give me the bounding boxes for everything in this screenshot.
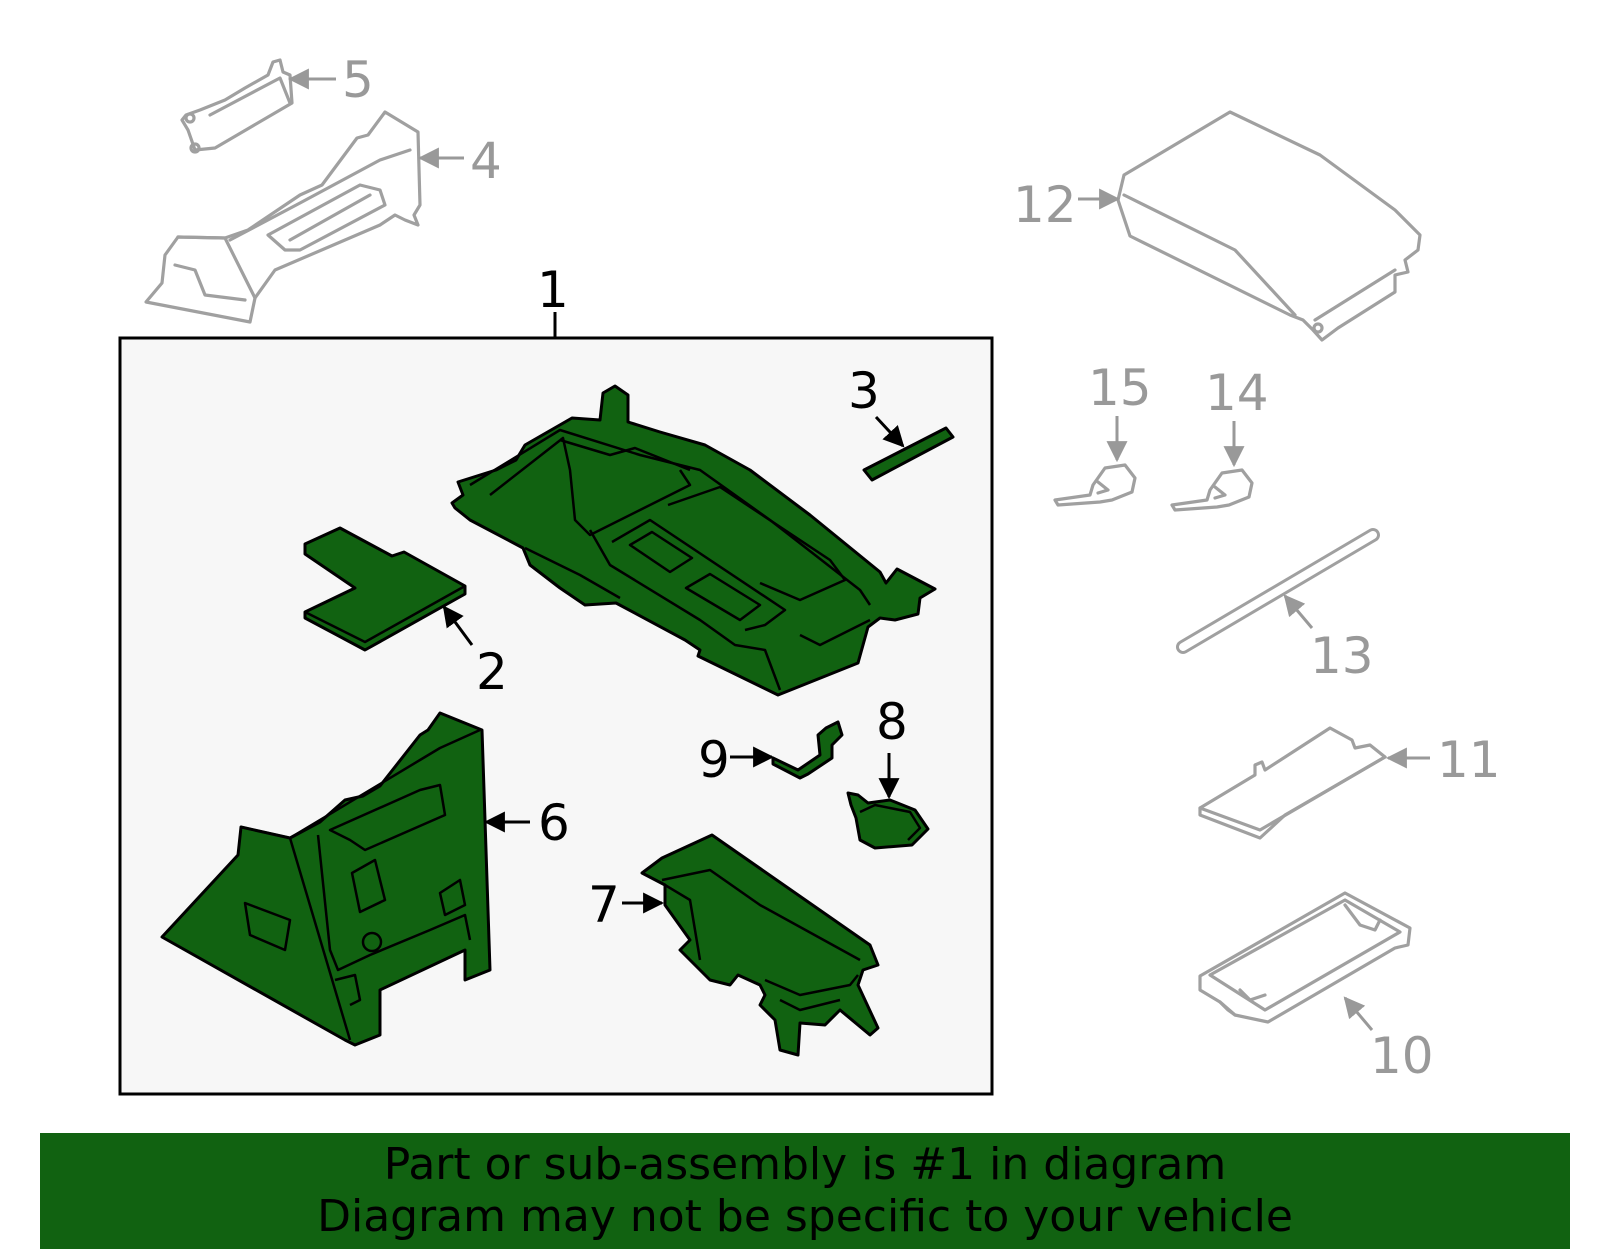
- callout-1: 1: [537, 261, 569, 319]
- part-13-rod: [1176, 528, 1380, 654]
- callout-3: 3: [848, 362, 880, 420]
- disclaimer-banner: Part or sub-assembly is #1 in diagram Di…: [40, 1133, 1570, 1249]
- part-1-console-top: [450, 384, 937, 697]
- callout-11: 11: [1437, 731, 1501, 789]
- callout-2: 2: [476, 643, 508, 701]
- part-5-bezel: [180, 58, 294, 154]
- banner-line-2: Diagram may not be specific to your vehi…: [317, 1191, 1293, 1242]
- callout-13: 13: [1310, 627, 1374, 685]
- part-12-armrest-lid: [1116, 110, 1422, 342]
- part-7-cupholder: [640, 833, 880, 1057]
- banner-line-1: Part or sub-assembly is #1 in diagram: [383, 1139, 1227, 1190]
- part-9-bracket: [771, 720, 844, 780]
- callout-12: 12: [1013, 176, 1077, 234]
- part-15-hinge: [1053, 463, 1137, 507]
- callout-4: 4: [470, 132, 502, 190]
- part-3-strip: [862, 426, 955, 482]
- part-6-front-panel: [160, 711, 492, 1047]
- callout-10: 10: [1370, 1027, 1434, 1085]
- callout-7: 7: [588, 876, 620, 934]
- callout-9: 9: [698, 731, 730, 789]
- part-8-cap: [846, 791, 930, 850]
- callout-6: 6: [538, 794, 570, 852]
- part-2-mat: [303, 526, 467, 652]
- part-14-hinge: [1170, 468, 1254, 512]
- part-4-front-side: [144, 110, 422, 324]
- part-10-storage-tray: [1198, 891, 1412, 1024]
- callout-8: 8: [876, 693, 908, 751]
- part-11-tray-mat: [1198, 726, 1387, 840]
- callout-14: 14: [1205, 364, 1269, 422]
- callout-5: 5: [342, 51, 374, 109]
- callout-15: 15: [1088, 359, 1152, 417]
